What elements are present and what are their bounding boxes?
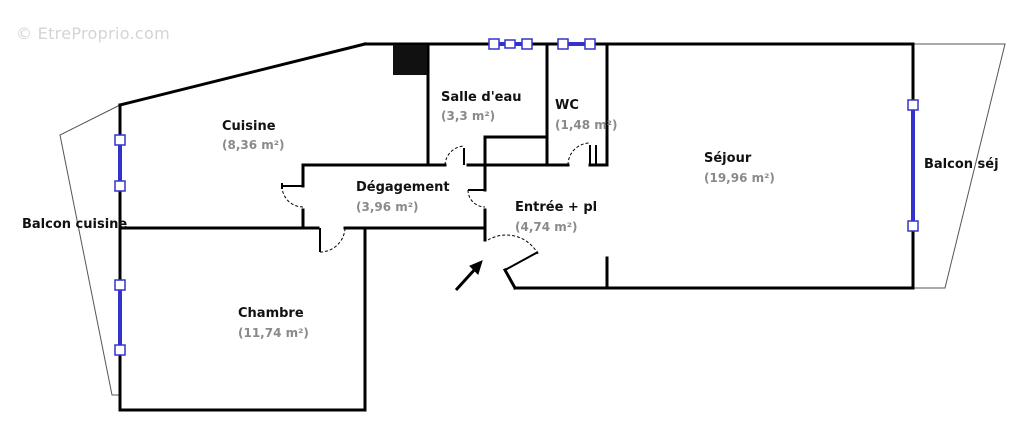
window-handle xyxy=(114,344,126,356)
arrow-icon xyxy=(454,260,483,292)
balcony-label-cuisine: Balcon cuisine xyxy=(22,217,128,232)
window-handle xyxy=(504,39,516,49)
balcony-cuisine-outline xyxy=(59,104,121,396)
room-name-wc: WC xyxy=(555,98,579,113)
room-area-sejour: (19,96 m²) xyxy=(704,171,775,185)
duct-square xyxy=(393,45,427,75)
watermark: © EtreProprio.com xyxy=(16,24,170,43)
window-handle xyxy=(521,38,533,50)
room-area-salle-deau: (3,3 m²) xyxy=(441,109,496,123)
room-name-chambre: Chambre xyxy=(238,306,304,321)
balcony-outlines xyxy=(59,43,1006,396)
room-area-chambre: (11,74 m²) xyxy=(238,326,309,340)
room-area-entree: (4,74 m²) xyxy=(515,220,578,234)
room-name-salle-deau: Salle d'eau xyxy=(441,90,522,105)
window-handle xyxy=(114,134,126,146)
room-name-degagement: Dégagement xyxy=(356,180,450,195)
balcony-sejour-outline xyxy=(913,43,1006,289)
window-handle xyxy=(488,38,500,50)
room-area-wc: (1,48 m²) xyxy=(555,118,618,132)
window-handle xyxy=(907,220,919,232)
window-handle xyxy=(557,38,569,50)
room-area-cuisine: (8,36 m²) xyxy=(222,138,285,152)
doors xyxy=(281,142,597,271)
room-name-sejour: Séjour xyxy=(704,151,752,166)
windows xyxy=(114,38,919,356)
window-handle xyxy=(114,180,126,192)
room-area-degagement: (3,96 m²) xyxy=(356,200,419,214)
window-handle xyxy=(114,279,126,291)
balcony-label-sejour: Balcon séj xyxy=(924,157,999,172)
room-name-entree: Entrée + pl xyxy=(515,200,598,215)
room-name-cuisine: Cuisine xyxy=(222,119,276,134)
window-handle xyxy=(907,99,919,111)
window-handle xyxy=(584,38,596,50)
